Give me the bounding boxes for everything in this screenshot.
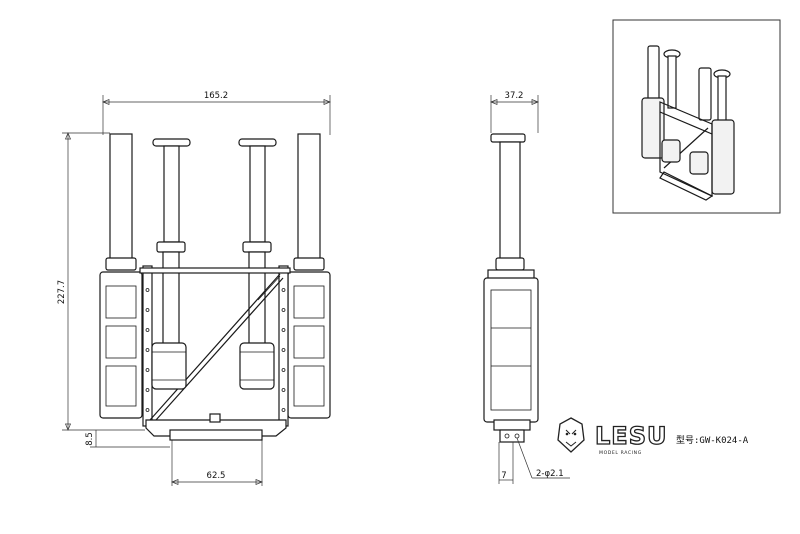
dim-height: 227.7	[57, 280, 67, 304]
isometric-inset	[612, 19, 781, 214]
front-view: 165.2 227.7 8.5 62.5	[57, 91, 331, 486]
model-number: 型号:GW-K024-A	[676, 435, 749, 446]
side-view: 37.2 7 2-φ2.1	[483, 91, 570, 484]
dim-side-small: 7	[501, 471, 506, 481]
dim-bracket-width: 62.5	[207, 471, 226, 481]
dim-bottom-offset: 8.5	[85, 432, 95, 446]
dim-hole-spec: 2-φ2.1	[536, 469, 564, 479]
dim-side-width: 37.2	[505, 91, 524, 101]
dim-front-width: 165.2	[204, 91, 228, 101]
lion-head-icon	[557, 417, 585, 453]
logo-brand: LESU	[595, 422, 667, 450]
logo-tagline: MODEL RACING	[599, 450, 642, 456]
lesu-logo: LESU MODEL RACING	[557, 417, 667, 456]
